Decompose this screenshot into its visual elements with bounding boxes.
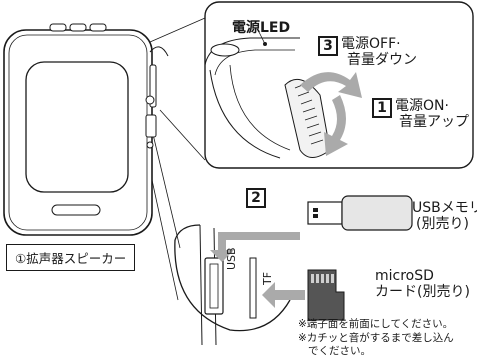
step1-arrow bbox=[324, 95, 348, 156]
side-slot-area bbox=[145, 114, 157, 138]
top-button-3 bbox=[89, 23, 107, 32]
microsd-card bbox=[307, 269, 345, 321]
step1-line2: 音量アップ bbox=[399, 114, 469, 131]
usb-memory-stick bbox=[307, 195, 413, 231]
microsd-line1: microSD bbox=[375, 268, 434, 284]
side-jack-1 bbox=[145, 95, 155, 105]
step3-arrow bbox=[300, 72, 362, 98]
speaker-device bbox=[3, 23, 169, 236]
microsd-line2: カード(別売り) bbox=[375, 284, 470, 301]
note-2: ※カチッと音がするまで差し込ん bbox=[298, 331, 454, 344]
device-label: ①拡声器スピーカー bbox=[6, 244, 136, 271]
usb-memory-line2: (別売り) bbox=[416, 216, 469, 233]
step3-line2: 音量ダウン bbox=[347, 52, 417, 69]
power-led-label: 電源LED bbox=[232, 20, 291, 36]
step1-number: 1 bbox=[372, 98, 392, 118]
tf-slot bbox=[249, 257, 257, 319]
side-jack-2 bbox=[146, 141, 154, 149]
logo-plate bbox=[51, 204, 101, 216]
usb-memory-label: USBメモリ(別売り) bbox=[412, 200, 477, 232]
zoom-line-bottom bbox=[159, 109, 206, 161]
step2-arrow bbox=[210, 232, 300, 262]
zoom-line-top bbox=[149, 17, 206, 43]
zoom-line-slot-bottom bbox=[151, 179, 179, 301]
notes-block: ※端子面を前面にしてください。 ※カチッと音がするまで差し込ん でください。 bbox=[298, 318, 454, 359]
note-1: ※端子面を前面にしてください。 bbox=[298, 318, 454, 330]
usb-slot-label: USB bbox=[225, 247, 238, 270]
note-3: でください。 bbox=[308, 345, 371, 358]
top-button-1 bbox=[49, 23, 67, 32]
step1-line1: 電源ON· bbox=[395, 98, 449, 114]
step2-label: 2 bbox=[246, 188, 269, 208]
usb-memory-line1: USBメモリ bbox=[412, 200, 477, 216]
speaker-grille bbox=[25, 61, 129, 193]
step3-line1: 電源OFF· bbox=[341, 36, 401, 52]
step2-number: 2 bbox=[246, 188, 266, 208]
tf-slot-label: TF bbox=[261, 271, 274, 285]
microsd-insert-arrow bbox=[262, 282, 305, 308]
slot-callout bbox=[174, 224, 291, 346]
dial-callout bbox=[204, 1, 474, 169]
strap-loop bbox=[149, 46, 169, 57]
zoom-line-slot-top bbox=[151, 129, 181, 249]
step3-number: 3 bbox=[318, 36, 338, 56]
top-button-2 bbox=[69, 23, 87, 32]
